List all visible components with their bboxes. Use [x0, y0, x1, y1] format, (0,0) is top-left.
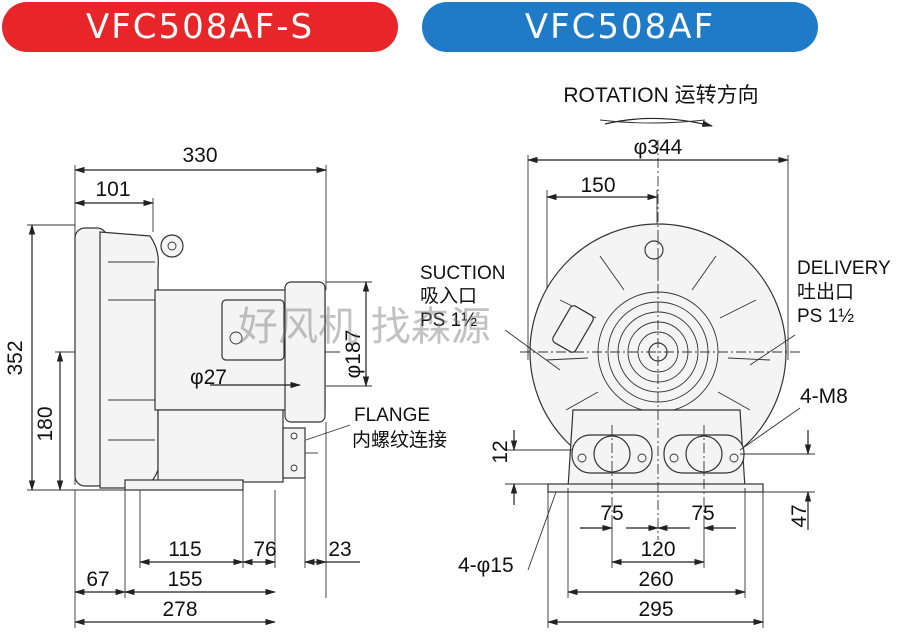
hole-spec: 4-φ15	[458, 554, 514, 577]
delivery-port	[685, 435, 723, 473]
delivery-label-cn: 吐出口	[797, 281, 854, 303]
model-name-right: VFC508AF	[524, 7, 716, 47]
flange	[282, 427, 306, 479]
fan-housing-body	[99, 231, 159, 489]
dim-115: 115	[168, 538, 201, 561]
suction-label: SUCTION	[420, 263, 506, 284]
delivery-label: DELIVERY	[797, 258, 891, 279]
dim-47: 47	[788, 504, 811, 527]
lifting-eye-front	[644, 240, 664, 260]
flange-label: FLANGE	[354, 405, 430, 426]
suction-port	[593, 435, 631, 473]
dim-260: 260	[638, 568, 673, 591]
lifting-eye	[160, 234, 184, 258]
dim-120: 120	[640, 538, 675, 561]
dim-155: 155	[167, 568, 202, 591]
model-name-left: VFC508AF-S	[85, 7, 315, 47]
dim-75-left: 75	[600, 502, 623, 525]
terminal-box	[221, 299, 285, 361]
dim-278: 278	[162, 598, 197, 621]
dim-motor-dia: φ187	[342, 330, 365, 379]
watermark: 好风机 找森源	[238, 304, 491, 350]
side-view-drawing	[27, 165, 372, 628]
suction-spec: PS 1½	[420, 310, 477, 331]
flange-label-cn: 内螺纹连接	[352, 429, 447, 451]
base-plate	[124, 479, 244, 491]
dim-flange-dia: φ27	[190, 366, 227, 389]
nameplate	[552, 305, 594, 353]
dim-101: 101	[95, 178, 130, 201]
dim-75-right: 75	[691, 502, 714, 525]
dim-295: 295	[638, 598, 673, 621]
ground-icon	[229, 331, 243, 345]
dim-330: 330	[182, 144, 217, 167]
model-badge-right: VFC508AF	[422, 2, 818, 52]
base-foot	[547, 483, 764, 493]
dim-352: 352	[4, 340, 27, 375]
dim-180: 180	[34, 406, 57, 441]
dim-23: 23	[328, 538, 351, 561]
dim-12: 12	[489, 440, 512, 463]
front-view-drawing	[504, 117, 815, 628]
bolt-spec: 4-M8	[800, 385, 848, 408]
motor-end-cap	[284, 281, 326, 423]
dim-outer-dia: φ344	[634, 136, 683, 159]
rotation-label: ROTATION 运转方向	[563, 84, 758, 107]
pedestal	[157, 409, 284, 483]
dim-76: 76	[253, 538, 276, 561]
model-badge-left: VFC508AF-S	[2, 2, 398, 52]
delivery-spec: PS 1½	[797, 306, 854, 327]
dim-150: 150	[580, 174, 615, 197]
dim-67: 67	[86, 568, 109, 591]
suction-label-cn: 吸入口	[420, 286, 477, 307]
